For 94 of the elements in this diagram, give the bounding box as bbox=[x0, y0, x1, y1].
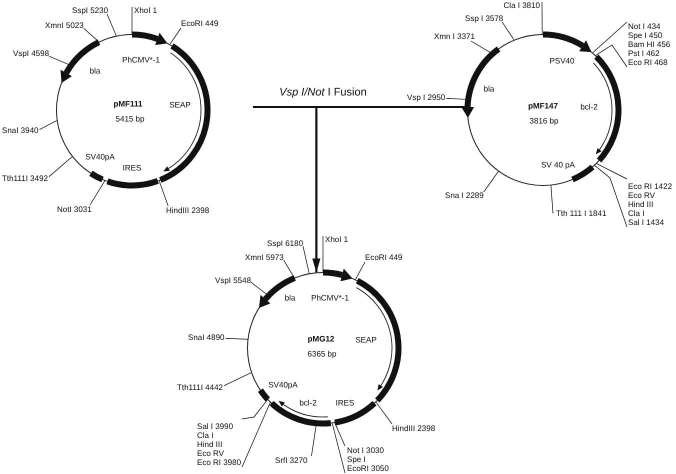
gene-label: SV40pA bbox=[85, 152, 115, 162]
leader-line bbox=[48, 156, 72, 178]
restriction-site-label: Eco RV bbox=[197, 449, 225, 458]
restriction-site-label: Cla I bbox=[628, 209, 646, 218]
leader-line bbox=[334, 422, 346, 446]
plasmid-size: 3816 bp bbox=[530, 116, 558, 126]
gene-label: bcl-2 bbox=[299, 398, 317, 408]
leader-line bbox=[39, 120, 58, 130]
leader-line bbox=[170, 28, 182, 45]
restriction-site-label: Vsp I 2950 bbox=[407, 93, 446, 102]
restriction-site-label: Eco RI 468 bbox=[628, 58, 669, 67]
gene-label: SEAP bbox=[169, 100, 191, 110]
restriction-site-label: VspI 4598 bbox=[13, 49, 50, 58]
gene-label: bla bbox=[90, 66, 100, 76]
leader-line bbox=[542, 2, 543, 34]
gene-label: bla bbox=[484, 84, 494, 94]
edge-label: Vsp I/Not I Fusion bbox=[277, 86, 369, 100]
restriction-site-label: Hind III bbox=[197, 440, 224, 449]
plasmid-name: pMF147 bbox=[528, 102, 558, 110]
restriction-site-label: Sal I 3990 bbox=[197, 422, 234, 431]
restriction-site-label: SspI 5230 bbox=[72, 6, 108, 15]
leader-line bbox=[225, 338, 248, 340]
restriction-site-label: HindIII 2398 bbox=[166, 206, 210, 215]
gene-label: SEAP bbox=[355, 336, 377, 344]
restriction-site-label: EcoRI 449 bbox=[365, 253, 402, 262]
restriction-site-label: Cla I 3810 bbox=[504, 1, 540, 10]
gene-label: PhCMV*-1 bbox=[311, 294, 349, 302]
leader-line bbox=[283, 260, 295, 278]
restriction-site-label: Ssp I 3578 bbox=[465, 14, 504, 23]
restriction-site-label: Spe I bbox=[347, 455, 367, 464]
restriction-site-label: NotI 3031 bbox=[57, 205, 92, 214]
leader-line bbox=[595, 44, 628, 68]
restriction-site-label: Tth111I 3492 bbox=[2, 174, 48, 183]
leader-line bbox=[550, 185, 554, 214]
leader-line bbox=[90, 180, 106, 206]
restriction-site-label: Spe I 450 bbox=[628, 31, 664, 40]
restriction-site-label: Eco RI 3980 bbox=[197, 458, 242, 467]
plasmid-name: pMF111 bbox=[114, 100, 142, 108]
restriction-site-label: XhoI 1 bbox=[134, 6, 158, 15]
leader-line bbox=[158, 180, 168, 206]
leader-line bbox=[322, 236, 324, 272]
restriction-site-label: Tth111I 4442 bbox=[177, 383, 223, 392]
leader-line bbox=[302, 246, 310, 274]
restriction-site-label: Eco RV bbox=[628, 191, 656, 200]
leader-line bbox=[106, 14, 117, 36]
leader-line bbox=[596, 163, 628, 180]
restriction-site-label: XmnI 5023 bbox=[45, 21, 84, 30]
leader-line bbox=[470, 40, 492, 54]
restriction-site-label: Sna I 2289 bbox=[445, 191, 484, 200]
leader-line bbox=[242, 402, 271, 468]
restriction-site-label: Pst I 462 bbox=[628, 49, 661, 58]
leader-line bbox=[311, 423, 317, 456]
gene-label: PSV40 bbox=[550, 56, 574, 66]
restriction-site-label: SnaI 4890 bbox=[188, 333, 224, 342]
restriction-site-label: Eco RI 1422 bbox=[628, 182, 672, 191]
restriction-site-label: Sal I 1434 bbox=[628, 218, 666, 227]
restriction-site-label: HindIII 2398 bbox=[392, 424, 436, 433]
plasmid-name: pMG12 bbox=[308, 334, 334, 344]
restriction-site-label: EcoRI 3050 bbox=[347, 464, 389, 473]
leader-line bbox=[502, 22, 514, 40]
leader-line bbox=[355, 262, 366, 280]
leader-line bbox=[83, 28, 100, 42]
leader-line bbox=[592, 22, 628, 53]
leader-line bbox=[224, 372, 252, 386]
restriction-site-label: Xmn I 3371 bbox=[434, 32, 475, 41]
restriction-site-label: SrfI 3270 bbox=[275, 456, 308, 465]
gene-label: SV40pA bbox=[268, 380, 298, 390]
gene-label: bcl-2 bbox=[580, 102, 598, 112]
restriction-site-label: EcoRI 449 bbox=[181, 19, 218, 28]
leader-line bbox=[483, 171, 499, 192]
restriction-site-label: Not I 3030 bbox=[347, 446, 385, 455]
gene-label: PhCMV*-1 bbox=[122, 56, 160, 64]
restriction-site-label: VspI 5548 bbox=[215, 276, 252, 285]
leader-line bbox=[242, 399, 268, 420]
gene-label: bla bbox=[284, 294, 296, 302]
plasmid-size: 6365 bp bbox=[308, 350, 336, 358]
restriction-site-label: Not I 434 bbox=[628, 22, 662, 31]
gene-label: SV 40 pA bbox=[541, 160, 575, 170]
restriction-site-label: Hind III bbox=[628, 200, 654, 209]
leader-line bbox=[594, 165, 628, 228]
leader-line bbox=[376, 402, 392, 424]
leader-line bbox=[332, 423, 346, 474]
gene-label: IRES bbox=[336, 398, 354, 408]
leader-line bbox=[250, 282, 268, 296]
restriction-site-label: Bam HI 456 bbox=[628, 40, 670, 49]
leader-line bbox=[48, 56, 71, 66]
gene-label: IRES bbox=[122, 164, 142, 172]
restriction-site-label: Tth 111 I 1841 bbox=[556, 209, 606, 218]
restriction-site-label: SspI 6180 bbox=[267, 239, 304, 248]
restriction-site-label: XhoI 1 bbox=[325, 235, 348, 244]
plasmid-size: 5415 bp bbox=[116, 114, 144, 124]
restriction-site-label: Cla I bbox=[197, 431, 214, 440]
restriction-site-label: XmnI 5973 bbox=[245, 253, 284, 262]
restriction-site-label: SnaI 3940 bbox=[2, 126, 38, 135]
